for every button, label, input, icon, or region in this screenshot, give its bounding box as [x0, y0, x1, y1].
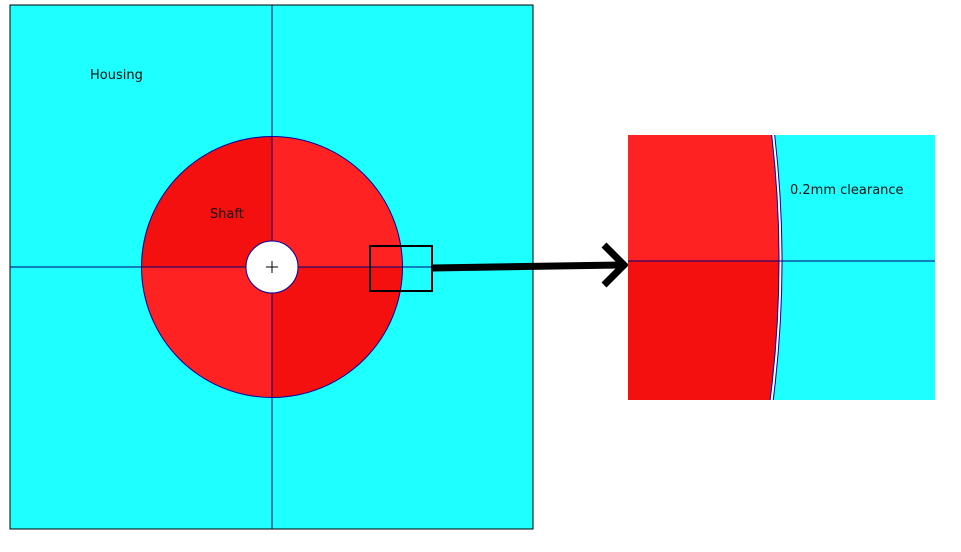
zoomed-view: 0.2mm clearance: [628, 134, 935, 401]
shaft-quadrant-tl: [142, 137, 272, 267]
zoom-shaft-lower: [628, 261, 779, 400]
zoom-shaft-upper: [628, 135, 779, 261]
zoom-housing-bore-edge: [772, 134, 783, 401]
arrow-icon: [431, 242, 629, 288]
shaft-quadrant-bl: [142, 267, 272, 397]
zoom-shaft-edge: [769, 134, 780, 401]
shaft-quadrant-tr: [272, 137, 402, 267]
shaft-label: Shaft: [210, 207, 244, 222]
center-cross-icon: [266, 261, 278, 273]
clearance-label: 0.2mm clearance: [790, 183, 904, 198]
housing-label: Housing: [90, 68, 143, 83]
zoom-clearance-gap: [770, 134, 782, 401]
shaft-quadrant-br: [272, 267, 402, 397]
zoom-region-box: [369, 245, 433, 292]
